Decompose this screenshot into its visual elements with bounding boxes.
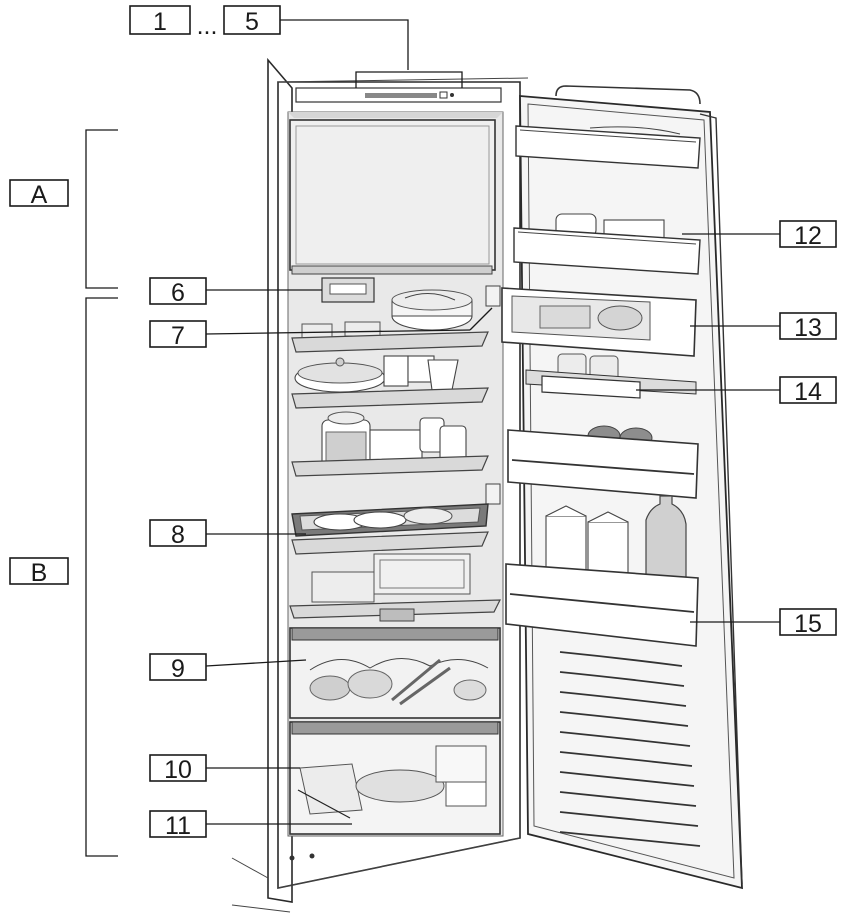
shelf-lower [289,553,501,622]
door-vents [559,651,701,847]
callout-5-label: 5 [245,8,259,36]
callout-7: 7 [149,320,207,350]
bracket-A [85,129,118,289]
door-shelf-12 [513,213,701,275]
shelf-middle-1 [291,355,489,409]
freezer-compartment [289,119,496,303]
callout-5: 5 [223,5,281,36]
leader-lines [205,19,780,825]
shelf-top [291,289,489,353]
callout-15-label: 15 [794,610,822,638]
crisper-drawer [289,627,501,719]
callout-13: 13 [779,312,837,342]
fridge-base [277,837,521,889]
callout-1: 1 [129,5,191,36]
door-shelf-bottles [505,495,699,647]
callout-11: 11 [149,810,207,840]
light-sensor-2 [485,483,501,505]
callout-8-label: 8 [171,521,185,549]
callout-10-label: 10 [164,756,192,784]
callout-A: A [9,179,69,209]
callout-12: 12 [779,220,837,250]
butter-compartment [501,287,697,357]
callout-10: 10 [149,754,207,784]
callout-6: 6 [149,277,207,307]
control-panel [295,87,502,103]
callout-11-label: 11 [165,812,191,840]
door-shelf-jars [507,425,699,499]
callout-9: 9 [149,653,207,683]
callout-A-label: A [31,181,48,209]
callout-1-label: 1 [153,8,167,36]
callout-range-dots: ... [197,12,218,40]
callout-7-label: 7 [171,322,185,350]
callout-B: B [9,557,69,587]
callout-15: 15 [779,608,837,638]
tray-shelf [291,503,489,555]
callout-13-label: 13 [794,314,822,342]
light-sensor [485,285,501,307]
freshness-drawer [289,721,501,835]
callout-9-label: 9 [171,655,185,683]
callout-14-label: 14 [794,378,822,406]
callout-14: 14 [779,376,837,406]
callout-6-label: 6 [171,279,185,307]
bracket-B [85,297,118,857]
shelf-middle-2 [291,411,489,477]
callout-B-label: B [31,559,48,587]
callout-8: 8 [149,519,207,549]
door-shelf-14 [525,353,697,399]
door-shelf-top [515,125,701,169]
callout-12-label: 12 [794,222,822,250]
